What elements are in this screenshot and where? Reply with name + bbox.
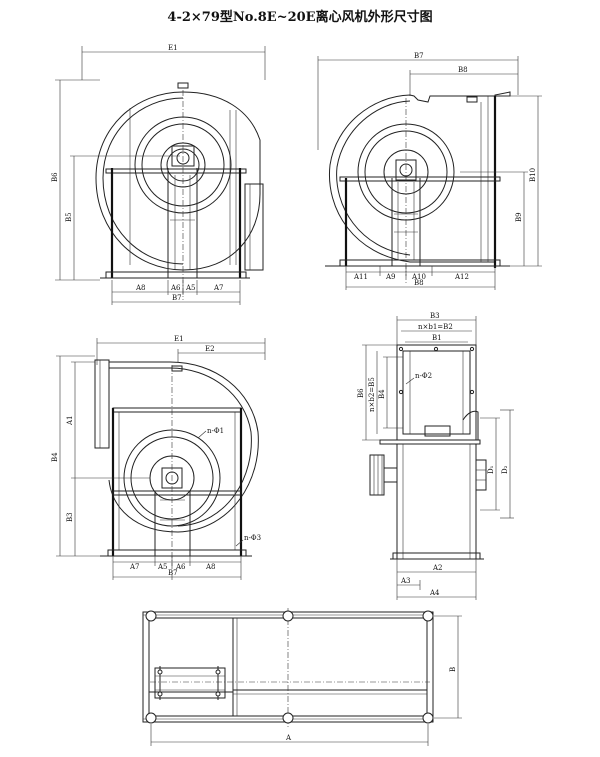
- dim-D1: D₁: [487, 465, 495, 474]
- dim-A: A: [285, 734, 292, 742]
- dim-B6-side: B6: [357, 388, 365, 398]
- dim-A11: A11: [353, 273, 368, 281]
- dim-E1: E1: [168, 44, 178, 52]
- page-title: 4-2×79型No.8E~20E离心风机外形尺寸图: [167, 10, 433, 25]
- view-top-left: E1: [51, 44, 266, 305]
- dim-E1-front: E1: [174, 335, 184, 343]
- dim-A3: A3: [400, 577, 411, 585]
- dim-A8: A8: [135, 284, 146, 292]
- dim-B7-front: B7: [168, 569, 178, 577]
- view-bottom-base: A B: [142, 608, 462, 746]
- dim-A2: A2: [432, 564, 443, 572]
- dim-B7-rear: B7: [414, 52, 424, 60]
- label-phi1: n-Φ1: [207, 427, 224, 435]
- dim-A12: A12: [454, 273, 469, 281]
- dim-B8-top: B8: [458, 66, 468, 74]
- dim-B3-front: B3: [66, 512, 74, 522]
- dim-A7-front: A7: [129, 563, 140, 571]
- view-middle-right: B3 n×b1=B2 B1 n-Φ2: [357, 312, 514, 600]
- view-middle-left: E1 E2 n-Φ1: [51, 335, 266, 580]
- dim-nxb2-B5: n×b2=B5: [368, 377, 376, 412]
- dim-A6-front: A6: [175, 563, 186, 571]
- dim-A1: A1: [66, 415, 74, 426]
- dim-B4: B4: [51, 452, 59, 462]
- dim-D2: D₂: [501, 465, 509, 474]
- dim-A4: A4: [429, 589, 440, 597]
- dim-A7: A7: [213, 284, 224, 292]
- dim-B3-side: B3: [430, 312, 440, 320]
- dim-B7: B7: [172, 294, 182, 302]
- dim-A10: A10: [411, 273, 426, 281]
- dim-B5: B5: [65, 212, 73, 222]
- dim-B8-bottom: B8: [414, 279, 424, 287]
- dim-B1: B1: [432, 334, 442, 342]
- dim-B6: B6: [51, 172, 59, 182]
- dim-B4-side: B4: [378, 389, 386, 399]
- dim-B9: B9: [515, 212, 523, 222]
- dim-A6: A6: [170, 284, 181, 292]
- dim-B: B: [449, 667, 457, 672]
- view-top-right: B7 B8: [317, 52, 542, 290]
- dim-A9: A9: [385, 273, 396, 281]
- dim-A5-front: A5: [157, 563, 168, 571]
- dim-E2: E2: [205, 345, 215, 353]
- dim-nxb1-B2: n×b1=B2: [418, 323, 453, 331]
- dim-A8-front: A8: [205, 563, 216, 571]
- label-phi2: n-Φ2: [415, 372, 432, 380]
- dim-A5: A5: [185, 284, 196, 292]
- dim-B10: B10: [529, 168, 537, 182]
- label-phi3: n-Φ3: [244, 534, 261, 542]
